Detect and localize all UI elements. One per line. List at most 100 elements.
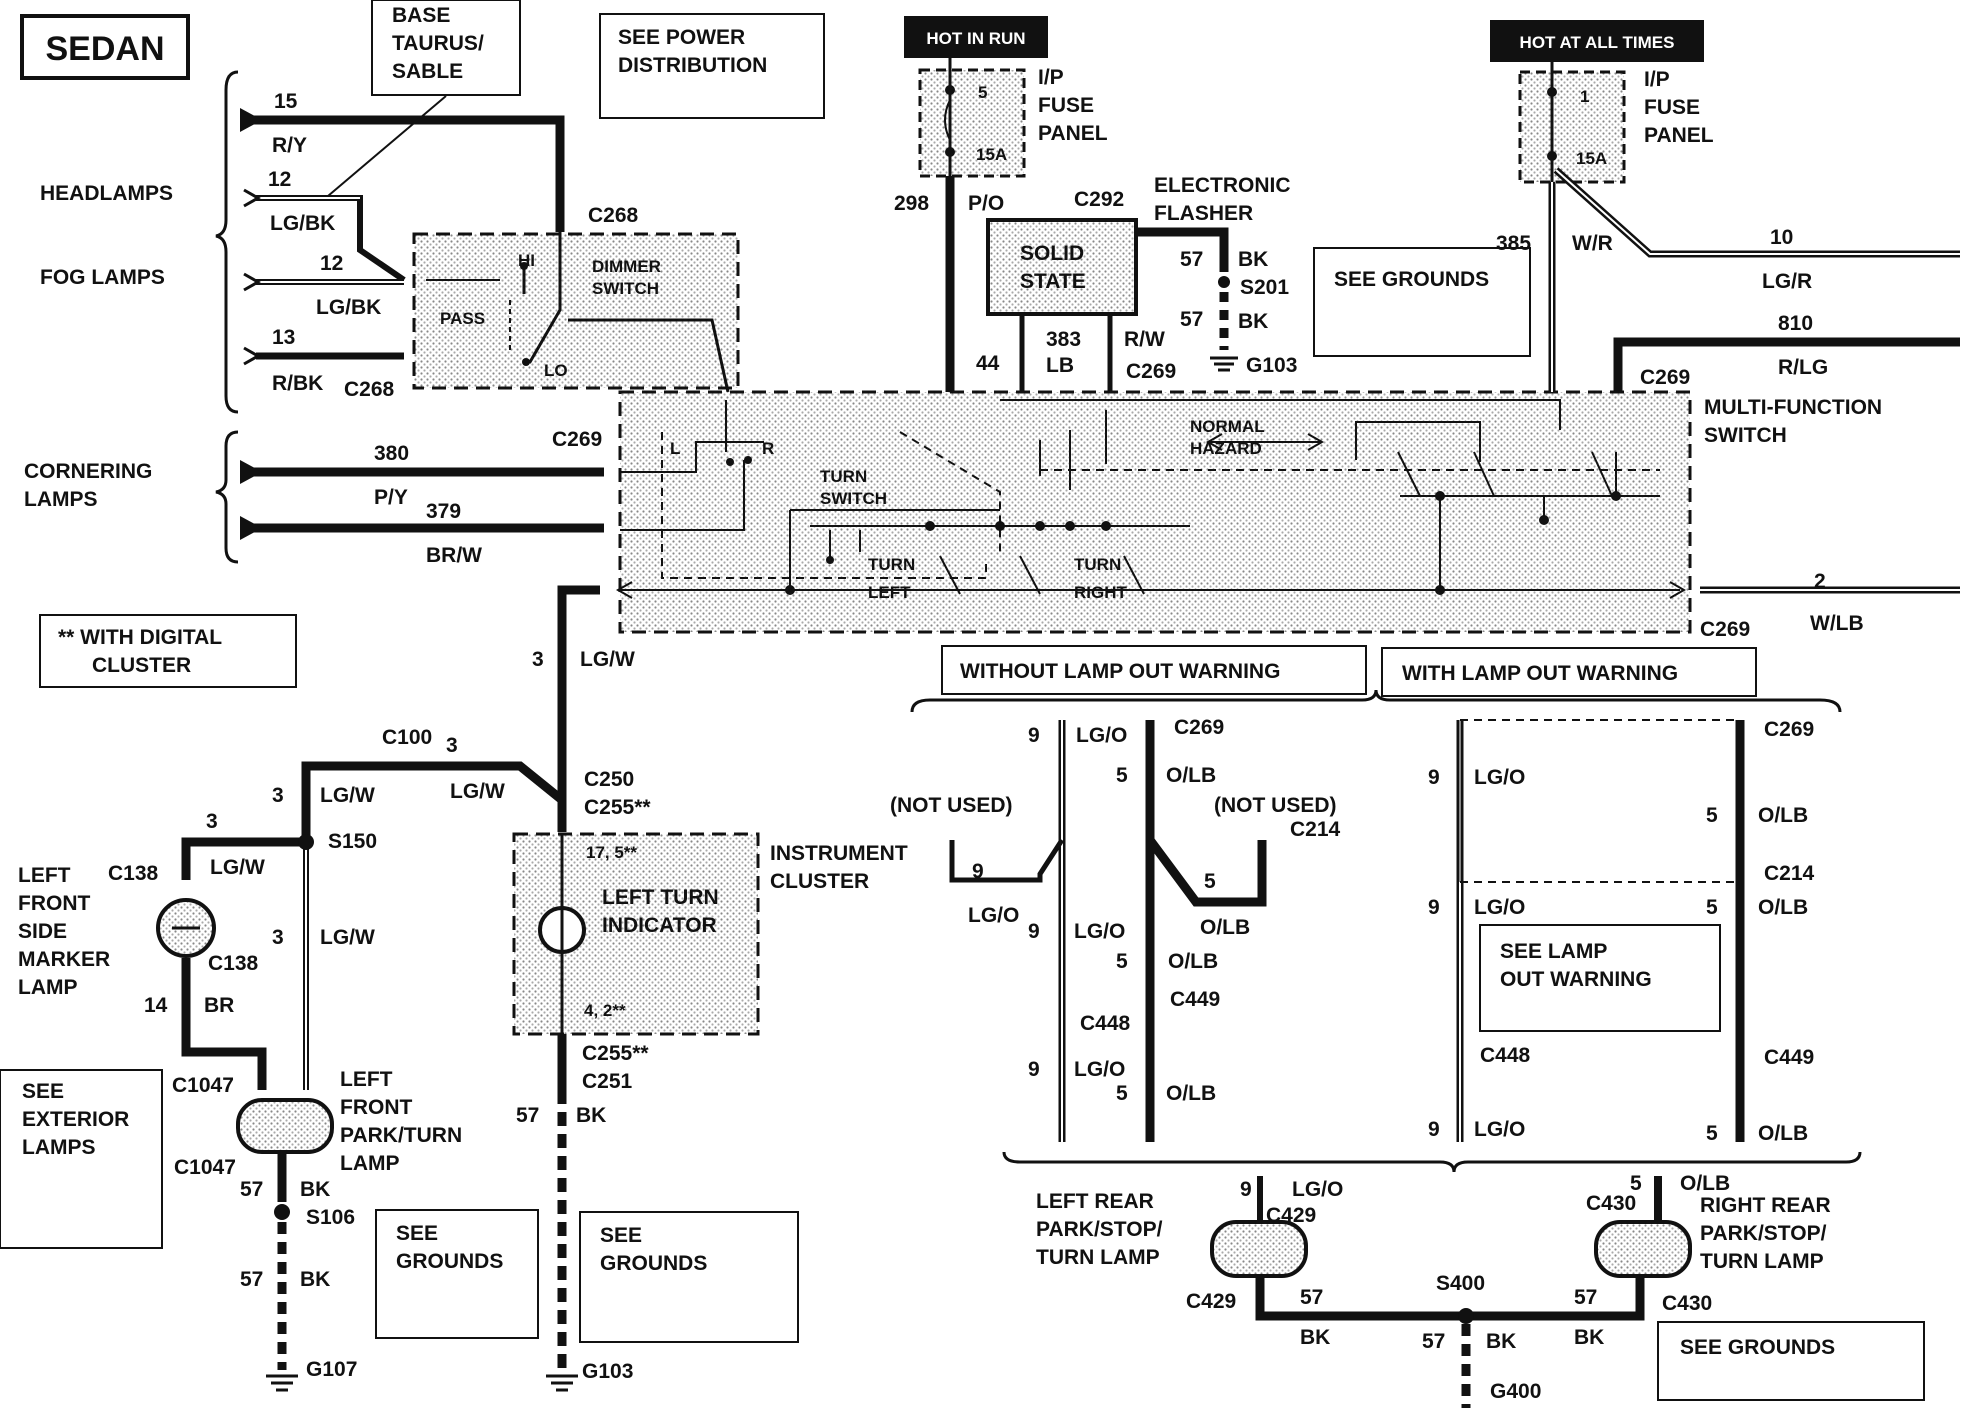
svg-text:LG/O: LG/O <box>968 904 1019 927</box>
svg-text:3: 3 <box>446 734 458 757</box>
base-arrow <box>327 95 447 197</box>
svg-text:HOT AT ALL TIMES: HOT AT ALL TIMES <box>1520 33 1675 52</box>
svg-text:12: 12 <box>268 168 291 191</box>
see-grounds-top-box: SEE GROUNDS <box>1313 247 1531 357</box>
svg-text:C429: C429 <box>1186 1290 1236 1313</box>
svg-text:W/R: W/R <box>1572 232 1613 255</box>
svg-text:BR: BR <box>204 994 234 1017</box>
bottom-bracket <box>1002 1151 1862 1173</box>
svg-text:TURN LAMP: TURN LAMP <box>1036 1246 1160 1269</box>
svg-text:9: 9 <box>1428 766 1440 789</box>
svg-text:C269: C269 <box>1126 360 1176 383</box>
svg-text:LG/O: LG/O <box>1292 1178 1343 1201</box>
svg-text:LG/O: LG/O <box>1076 724 1127 747</box>
hot-at-all-times-badge: HOT AT ALL TIMES <box>1490 20 1704 62</box>
svg-text:4, 2**: 4, 2** <box>584 1001 626 1020</box>
svg-text:FRONT: FRONT <box>18 892 90 915</box>
svg-text:DISTRIBUTION: DISTRIBUTION <box>618 54 767 77</box>
svg-text:17, 5**: 17, 5** <box>586 843 637 862</box>
left-front-park-turn-lamp: C1047 C1047 LEFT FRONT PARK/TURN LAMP <box>172 1068 462 1179</box>
svg-text:C1047: C1047 <box>172 1074 234 1097</box>
svg-text:FRONT: FRONT <box>340 1096 412 1119</box>
svg-text:O/LB: O/LB <box>1758 1122 1808 1145</box>
svg-text:BK: BK <box>1486 1330 1516 1353</box>
svg-text:C449: C449 <box>1764 1046 1814 1069</box>
fuse-panel-run: 5 15A I/P FUSE PANEL <box>918 58 1108 178</box>
svg-text:GROUNDS: GROUNDS <box>600 1252 707 1275</box>
svg-text:810: 810 <box>1778 312 1813 335</box>
svg-text:SEE POWER: SEE POWER <box>618 26 745 49</box>
see-grounds-box-1: SEE GROUNDS <box>375 1209 539 1339</box>
svg-text:SEE GROUNDS: SEE GROUNDS <box>1680 1336 1835 1359</box>
svg-text:R/W: R/W <box>1124 328 1165 351</box>
svg-text:O/LB: O/LB <box>1200 916 1250 939</box>
svg-text:S201: S201 <box>1240 276 1289 299</box>
svg-text:(NOT USED): (NOT USED) <box>890 794 1013 817</box>
svg-text:P/O: P/O <box>968 192 1004 215</box>
dimmer-switch: DIMMER SWITCH HI LO PASS <box>412 232 740 393</box>
svg-text:5: 5 <box>978 83 987 102</box>
svg-text:INSTRUMENT: INSTRUMENT <box>770 842 908 865</box>
svg-text:LEFT TURN: LEFT TURN <box>602 886 719 909</box>
svg-text:LB: LB <box>1046 354 1074 377</box>
svg-text:44: 44 <box>976 352 1000 375</box>
svg-text:PANEL: PANEL <box>1038 122 1108 145</box>
svg-text:C269: C269 <box>1174 716 1224 739</box>
headlamp-brace <box>215 70 239 414</box>
svg-text:C251: C251 <box>582 1070 633 1093</box>
svg-text:S400: S400 <box>1436 1272 1485 1295</box>
svg-text:C448: C448 <box>1480 1044 1531 1067</box>
svg-text:R/BK: R/BK <box>272 372 323 395</box>
svg-text:O/LB: O/LB <box>1758 804 1808 827</box>
svg-text:GROUNDS: GROUNDS <box>396 1250 503 1273</box>
svg-text:P/Y: P/Y <box>374 486 408 509</box>
svg-text:FUSE: FUSE <box>1644 96 1700 119</box>
svg-text:R/Y: R/Y <box>272 134 307 157</box>
svg-text:LG/O: LG/O <box>1474 1118 1525 1141</box>
svg-text:LG/W: LG/W <box>320 784 375 807</box>
svg-text:1: 1 <box>1580 87 1589 106</box>
page-title: SEDAN <box>45 30 164 68</box>
svg-text:LAMP: LAMP <box>340 1152 400 1175</box>
svg-text:C448: C448 <box>1080 1012 1131 1035</box>
wire-14-br: 14 BR <box>144 958 267 1090</box>
svg-text:LG/O: LG/O <box>1074 920 1125 943</box>
svg-text:57: 57 <box>516 1104 539 1127</box>
svg-text:379: 379 <box>426 500 461 523</box>
svg-text:BK: BK <box>1300 1326 1330 1349</box>
c269-cornering: C269 <box>552 428 602 451</box>
svg-text:LG/O: LG/O <box>1474 896 1525 919</box>
svg-text:G103: G103 <box>1246 354 1297 377</box>
wire-810: 810 R/LG C269 <box>1613 312 1960 392</box>
svg-text:PASS: PASS <box>440 309 485 328</box>
svg-text:SIDE: SIDE <box>18 920 67 943</box>
headlamp-wire-15: 15 R/Y <box>240 90 565 232</box>
svg-text:SEE: SEE <box>600 1224 642 1247</box>
svg-text:380: 380 <box>374 442 409 465</box>
svg-text:SWITCH: SWITCH <box>1704 424 1787 447</box>
svg-text:CLUSTER: CLUSTER <box>92 654 191 677</box>
svg-text:HEADLAMPS: HEADLAMPS <box>40 182 173 205</box>
svg-text:57: 57 <box>1180 308 1203 331</box>
wire-57-cluster: C255** C251 57 BK G103 <box>516 1034 649 1392</box>
svg-text:O/LB: O/LB <box>1758 896 1808 919</box>
cornering-wire-379: 379 BR/W <box>240 500 604 567</box>
svg-text:O/LB: O/LB <box>1166 764 1216 787</box>
svg-text:9: 9 <box>1240 1178 1252 1201</box>
svg-text:LG/BK: LG/BK <box>270 212 335 235</box>
svg-text:PARK/STOP/: PARK/STOP/ <box>1700 1222 1827 1245</box>
svg-text:15A: 15A <box>976 145 1007 164</box>
svg-text:C269: C269 <box>1640 366 1690 389</box>
svg-text:TURN: TURN <box>1074 555 1121 574</box>
svg-text:15A: 15A <box>1576 149 1607 168</box>
svg-text:FOG LAMPS: FOG LAMPS <box>40 266 165 289</box>
svg-text:G107: G107 <box>306 1358 357 1381</box>
svg-text:TURN LAMP: TURN LAMP <box>1700 1250 1824 1273</box>
headlamps-label: HEADLAMPS <box>40 182 173 205</box>
left-rear-park-stop-turn-lamp: 9 LG/O C429 C429 LEFT REAR PARK/STOP/ TU… <box>1036 1176 1343 1313</box>
wire-10: 10 LG/R <box>1553 167 1960 293</box>
svg-text:3: 3 <box>532 648 544 671</box>
svg-text:C449: C449 <box>1170 988 1220 1011</box>
left-front-side-marker: C138 C138 LEFT FRONT SIDE MARKER LAMP <box>18 862 259 999</box>
svg-text:C214: C214 <box>1290 818 1341 841</box>
